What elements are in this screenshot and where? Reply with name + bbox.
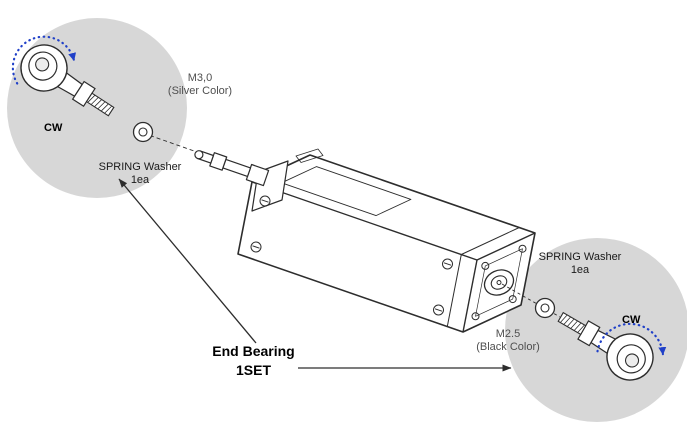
leader-line-to-top-callout (118, 178, 257, 344)
thread-size-bottom-text: M2.5 (495, 328, 521, 340)
spring-washer-bottom-qty: 1ea (570, 264, 590, 277)
thread-spec-bottom-label: M2.5 (Black Color) (456, 328, 560, 355)
cw-top-label: CW (44, 122, 63, 134)
thread-size-top-text: M3,0 (187, 72, 213, 84)
front-screws (250, 195, 453, 316)
cw-rotation-arrow-top-icon (11, 35, 77, 85)
spring-washer-top-qty: 1ea (130, 174, 150, 187)
spring-washer-bottom-drawing (534, 297, 556, 319)
spring-washer-bottom-label: SPRING Washer 1ea (524, 251, 636, 278)
cw-bottom-label: CW (622, 314, 641, 326)
part-qty-text: 1SET (235, 361, 271, 378)
spring-washer-top-label: SPRING Washer 1ea (84, 161, 196, 188)
thread-color-top-text: (Silver Color) (167, 85, 233, 98)
spring-washer-top-drawing (132, 121, 154, 143)
assembly-axis-top (149, 135, 198, 153)
output-boss (483, 269, 515, 296)
end-bearing-set-label: End Bearing 1SET (196, 342, 311, 380)
thread-spec-top-label: M3,0 (Silver Color) (148, 72, 252, 99)
thread-color-bottom-text: (Black Color) (476, 341, 540, 354)
spring-washer-bottom-name: SPRING Washer (538, 251, 622, 263)
end-face-details (471, 244, 527, 321)
spring-washer-top-name: SPRING Washer (98, 161, 182, 173)
top-panel-outline (281, 166, 412, 217)
top-tab-outline (295, 148, 324, 163)
part-name-text: End Bearing (212, 343, 295, 359)
actuator-body-drawing (237, 148, 536, 333)
shaft-drawing (194, 150, 270, 187)
shaft-tip (194, 150, 204, 160)
